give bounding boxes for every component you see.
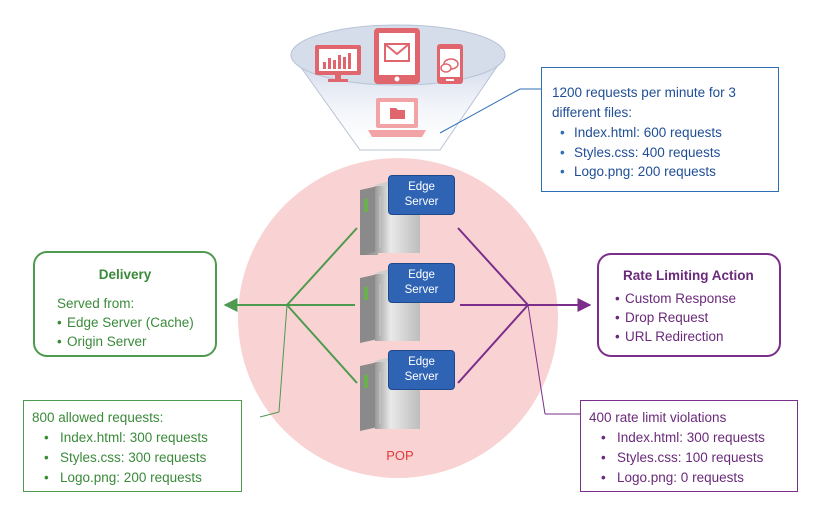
allowed-heading: 800 allowed requests:: [32, 410, 164, 425]
violations-list: Index.html: 300 requests Styles.css: 100…: [589, 428, 789, 488]
list-item: Index.html: 300 requests: [589, 428, 789, 448]
list-item: Drop Request: [615, 308, 779, 327]
delivery-subtitle: Served from:: [57, 296, 135, 311]
list-item: Index.html: 300 requests: [32, 428, 233, 448]
list-item: Logo.png: 0 requests: [589, 468, 789, 488]
delivery-list: Edge Server (Cache) Origin Server: [57, 313, 215, 351]
requests-heading: 1200 requests per minute for 3 different…: [552, 85, 736, 120]
list-item: Styles.css: 400 requests: [552, 143, 768, 163]
edge-server-label: Edge Server: [388, 350, 455, 390]
rate-limiting-list: Custom Response Drop Request URL Redirec…: [615, 289, 779, 346]
rate-limiting-action-box: Rate Limiting Action Custom Response Dro…: [597, 253, 781, 357]
phone-chat-icon: [437, 44, 463, 84]
list-item: URL Redirection: [615, 327, 779, 346]
delivery-title: Delivery: [98, 267, 152, 282]
violations-box: 400 rate limit violations Index.html: 30…: [580, 400, 798, 492]
rate-limiting-title: Rate Limiting Action: [623, 268, 754, 283]
list-item: Styles.css: 300 requests: [32, 448, 233, 468]
delivery-connectors: [223, 227, 358, 418]
requests-list: Index.html: 600 requests Styles.css: 400…: [552, 123, 768, 182]
callout-connector: [439, 88, 541, 134]
violations-heading: 400 rate limit violations: [589, 410, 727, 425]
list-item: Custom Response: [615, 289, 779, 308]
pop-label: POP: [386, 448, 414, 463]
list-item: Styles.css: 100 requests: [589, 448, 789, 468]
tablet-mail-icon: [374, 28, 420, 84]
allowed-list: Index.html: 300 requests Styles.css: 300…: [32, 428, 233, 488]
edge-server-label: Edge Server: [388, 263, 455, 303]
list-item: Logo.png: 200 requests: [552, 162, 768, 182]
list-item: Logo.png: 200 requests: [32, 468, 233, 488]
list-item: Index.html: 600 requests: [552, 123, 768, 143]
rate-limit-connectors: [457, 227, 592, 415]
delivery-box: Delivery Served from: Edge Server (Cache…: [33, 251, 217, 357]
allowed-requests-box: 800 allowed requests: Index.html: 300 re…: [23, 400, 242, 492]
laptop-folder-icon: [368, 98, 426, 137]
monitor-chart-icon: [315, 45, 361, 82]
list-item: Origin Server: [57, 332, 215, 351]
requests-callout: 1200 requests per minute for 3 different…: [541, 67, 779, 192]
edge-server-label: Edge Server: [388, 175, 455, 215]
list-item: Edge Server (Cache): [57, 313, 215, 332]
